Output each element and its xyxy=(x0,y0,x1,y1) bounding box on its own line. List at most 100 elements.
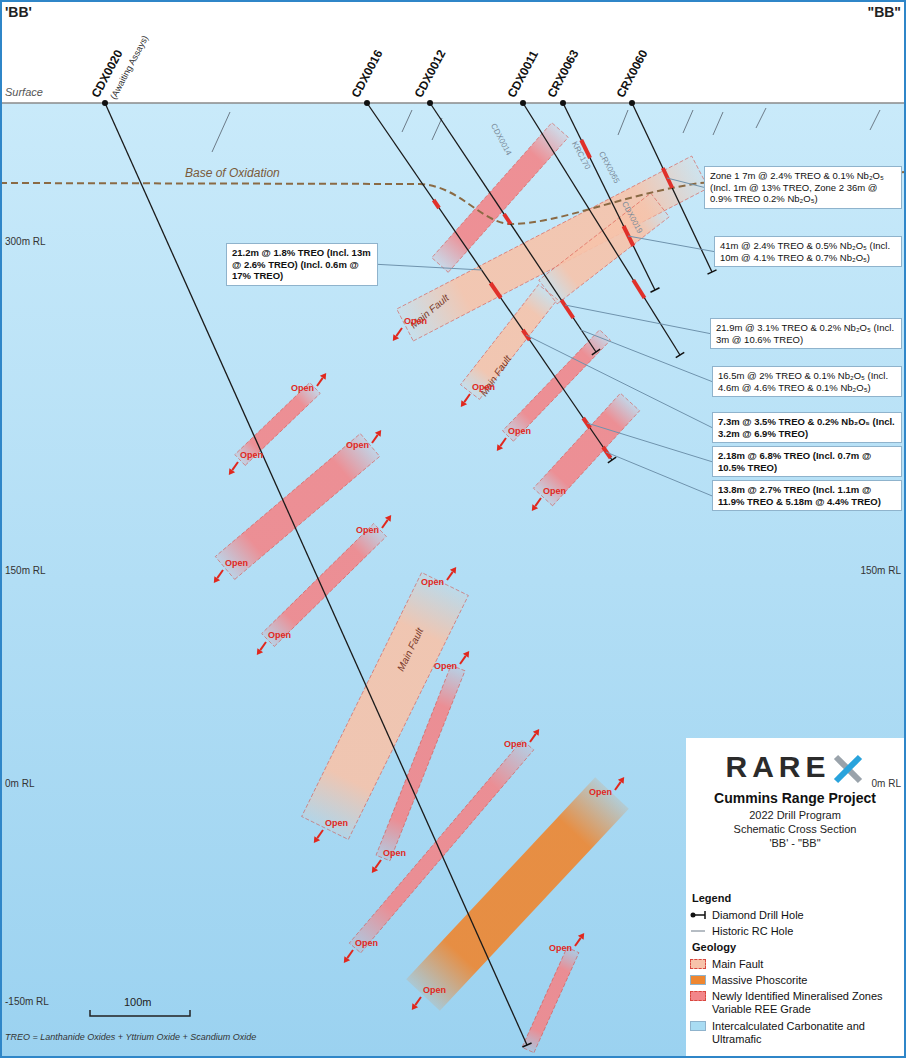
open-arrowhead xyxy=(463,651,469,658)
open-arrow xyxy=(415,997,421,1005)
historic-rc-hole xyxy=(402,110,412,132)
hole-name: CRX0060 xyxy=(614,47,651,100)
open-arrow xyxy=(375,860,381,868)
open-arrow xyxy=(447,572,453,580)
assay-text: 21.9m @ 3.1% TREO & 0.2% Nb₂O₅ (Incl. 3m… xyxy=(716,322,896,345)
open-label: Open xyxy=(472,382,495,392)
hole-name: CRX0063 xyxy=(545,47,582,100)
main-fault-band xyxy=(461,285,558,400)
assay-text: 41m @ 2.4% TREO & 0.5% Nb₂O₅ (Incl. 10m … xyxy=(720,240,896,263)
sky xyxy=(0,0,906,103)
open-arrowhead xyxy=(314,836,320,843)
mineralised-zone xyxy=(235,383,320,466)
leader-line xyxy=(628,236,714,252)
open-label: Open xyxy=(508,426,531,436)
open-arrow xyxy=(530,734,536,742)
surface-line xyxy=(0,102,906,104)
leader-line xyxy=(565,305,710,334)
open-arrowhead xyxy=(412,1003,418,1010)
open-label: Open xyxy=(434,661,457,671)
scale-bar xyxy=(90,1010,190,1016)
open-arrowhead xyxy=(385,515,391,522)
open-label: Open xyxy=(549,943,572,953)
open-arrow xyxy=(500,438,506,446)
logo-stroke xyxy=(836,757,860,781)
host-rock xyxy=(0,103,906,1058)
open-label: Open xyxy=(355,938,378,948)
intercept-mark xyxy=(633,280,644,298)
legend-row: Diamond Drill Hole xyxy=(690,909,902,922)
logo-x xyxy=(833,754,863,784)
intercept-mark xyxy=(583,418,590,428)
assay-callout: 13.8m @ 2.7% TREO (Incl. 1.1m @ 11.9% TR… xyxy=(712,480,902,511)
open-arrow xyxy=(464,394,470,402)
legend-swatch xyxy=(690,959,706,969)
open-label: Open xyxy=(543,486,566,496)
sample-dot xyxy=(691,913,696,918)
legend-heading: Legend xyxy=(692,892,731,904)
historic-rc-hole xyxy=(618,110,628,135)
elevation-label: -150m RL xyxy=(5,996,49,1007)
collar-dot xyxy=(520,100,526,106)
open-label: Open xyxy=(589,787,612,797)
drill-hole xyxy=(523,103,680,355)
historic-rc-hole xyxy=(756,108,766,128)
hole-end xyxy=(592,349,600,355)
legend-row: Main Fault xyxy=(690,958,902,971)
open-arrow xyxy=(615,782,621,790)
open-label: Open xyxy=(225,558,248,568)
sample-end xyxy=(704,911,706,919)
open-label: Open xyxy=(346,440,369,450)
open-label: Open xyxy=(268,630,291,640)
legend-swatch xyxy=(690,1021,706,1031)
assay-text: 7.3m @ 3.5% TREO & 0.2% Nb₂O₅ (Incl. 3.2… xyxy=(718,416,896,439)
open-arrow xyxy=(347,950,353,958)
open-arrowhead xyxy=(375,430,381,437)
legend-text: Historic RC Hole xyxy=(712,925,898,938)
drill-hole xyxy=(632,103,712,272)
historic-rc-hole xyxy=(432,118,442,140)
drill-hole xyxy=(430,103,596,352)
open-label: Open xyxy=(404,316,427,326)
open-arrow xyxy=(575,938,581,946)
open-label: Open xyxy=(325,818,348,828)
footnote: TREO = Lanthanide Oxides + Yttrium Oxide… xyxy=(5,1032,256,1042)
assay-text: 16.5m @ 2% TREO & 0.1% Nb₂O₅ (Incl. 4.6m… xyxy=(718,370,896,393)
open-arrowhead xyxy=(618,777,624,784)
assay-text: 13.8m @ 2.7% TREO (Incl. 1.1m @ 11.9% TR… xyxy=(718,484,896,507)
open-arrowhead xyxy=(214,576,220,583)
hole-name: CDX0012 xyxy=(412,47,449,100)
open-arrowhead xyxy=(533,729,539,736)
scale-label: 100m xyxy=(124,996,152,1008)
drill-hole xyxy=(367,103,612,460)
legend-row: Intercalculated Carbonatite and Ultramaf… xyxy=(690,1020,902,1046)
legend-text: Intercalculated Carbonatite and Ultramaf… xyxy=(712,1020,898,1046)
mineralised-zone xyxy=(533,393,639,506)
hole-end xyxy=(676,352,684,357)
mineralised-zone xyxy=(522,947,579,1052)
mineralised-zone xyxy=(262,524,387,647)
open-arrowhead xyxy=(393,334,399,341)
legend-text: Main Fault xyxy=(712,958,898,971)
elevation-label: 0m RL xyxy=(5,778,34,789)
assay-callout: 16.5m @ 2% TREO & 0.1% Nb₂O₅ (Incl. 4.6m… xyxy=(712,366,902,397)
fault-label: Main Fault xyxy=(395,626,425,673)
historic-hole-name: CRX0065 xyxy=(597,150,621,185)
open-label: Open xyxy=(421,577,444,587)
open-arrow xyxy=(217,570,223,578)
legend-text: Massive Phoscorite xyxy=(712,974,898,987)
drill-hole xyxy=(563,103,655,290)
historic-hole-name: CDX0019 xyxy=(620,200,644,235)
leader-line xyxy=(378,264,482,270)
leader-line xyxy=(526,335,712,428)
open-label: Open xyxy=(423,985,446,995)
open-arrow xyxy=(396,328,402,336)
collar-dot xyxy=(102,100,108,106)
historic-hole-name: CDX0014 xyxy=(489,122,513,157)
section-end: "BB" xyxy=(868,4,902,20)
assay-text: 2.18m @ 6.8% TREO (Incl. 0.7m @ 10.5% TR… xyxy=(718,450,896,473)
open-arrowhead xyxy=(344,956,350,963)
open-label: Open xyxy=(240,450,263,460)
assay-callout: 2.18m @ 6.8% TREO (Incl. 0.7m @ 10.5% TR… xyxy=(712,446,902,477)
